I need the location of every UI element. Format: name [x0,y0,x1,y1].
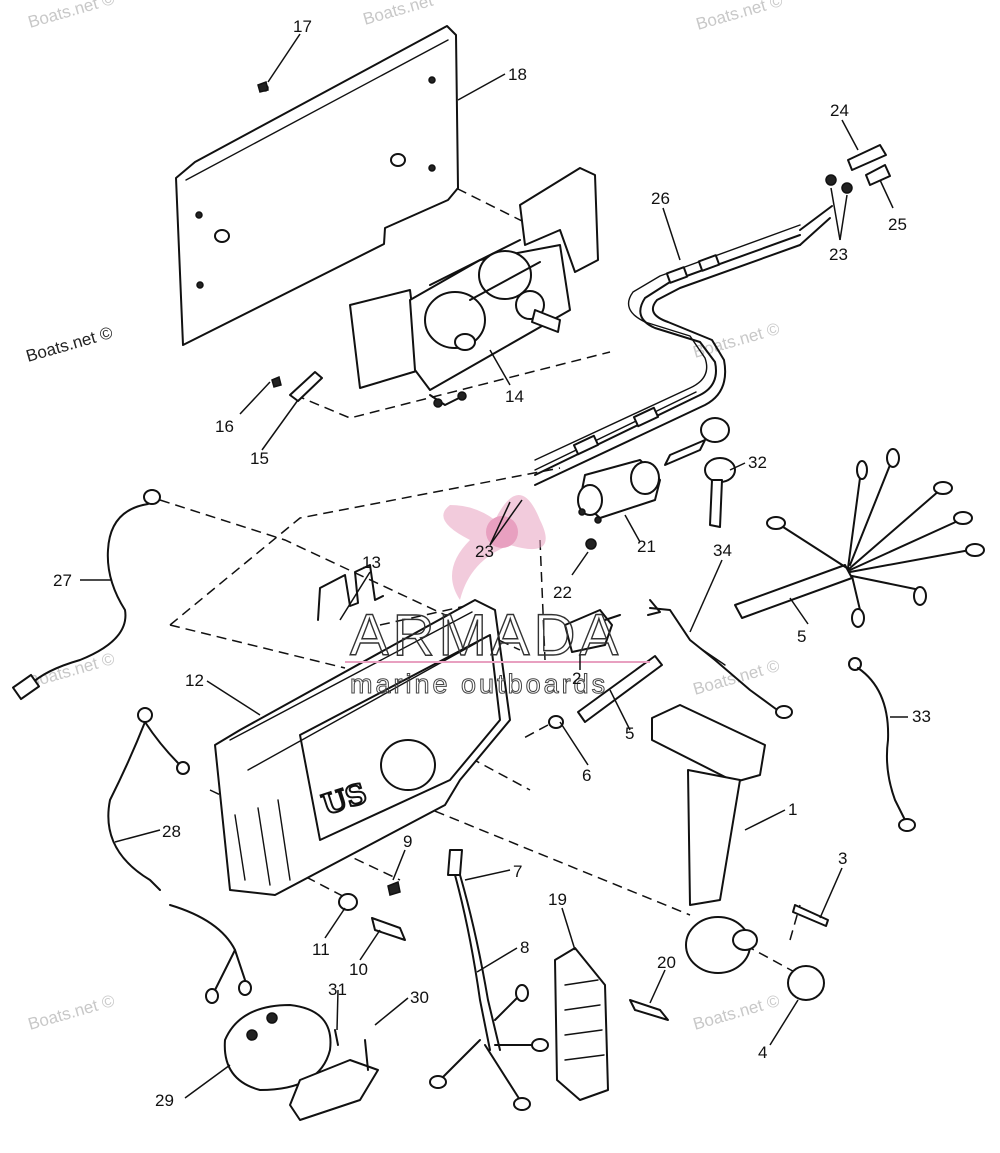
callout-15: 15 [250,449,269,468]
callout-25: 25 [888,215,907,234]
callout-13: 13 [362,553,381,572]
watermark-7: Boats.net © [26,991,117,1034]
callout-12: 12 [185,671,204,690]
control-mechanism [349,167,599,408]
callout-5-pin: 5 [625,724,634,743]
leader-lines [80,33,908,1099]
cable-pins [825,144,891,194]
callout-28: 28 [162,822,181,841]
wire-28 [107,707,190,891]
callout-30: 30 [410,988,429,1007]
callout-10: 10 [349,960,368,979]
callout-22: 22 [553,583,572,602]
trim-harness [429,849,549,1111]
propeller-icon [443,495,546,600]
warning-horn [169,904,379,1121]
callout-26: 26 [651,189,670,208]
callout-3: 3 [838,849,847,868]
copyright-label: Boats.net © [24,323,115,366]
callout-9: 9 [403,832,412,851]
callout-7: 7 [513,862,522,881]
callout-33: 33 [912,707,931,726]
control-box: US [214,599,511,896]
callout-6: 6 [582,766,591,785]
lanyard-34 [647,599,793,719]
callout-14: 14 [505,387,524,406]
callout-16: 16 [215,417,234,436]
screw-20 [629,999,669,1021]
logo-tagline: marine outboards [350,669,608,699]
callout-34: 34 [713,541,732,560]
keys [664,417,736,528]
nut-and-bulb [564,538,621,653]
callout-20: 20 [657,953,676,972]
callout-23-top: 23 [829,245,848,264]
wire-harness [734,448,985,628]
callout-27: 27 [53,571,72,590]
pin-and-knob [787,904,829,1001]
callout-31: 31 [328,980,347,999]
watermark-2: Boats.net [361,0,436,29]
watermark-3: Boats.net © [694,0,785,34]
lanyard-wire-27 [11,489,161,701]
terminal-block [554,947,609,1101]
pin-and-washer [548,655,663,729]
callout-23-mid: 23 [475,542,494,561]
callout-21: 21 [637,537,656,556]
callout-2: 2 [572,669,581,688]
callout-11: 11 [312,940,330,959]
watermark-5: Boats.net © [26,649,117,692]
callout-17: 17 [293,17,312,36]
watermark-4: Boats.net © [691,319,782,362]
callout-32: 32 [748,453,767,472]
callout-4: 4 [758,1043,767,1062]
control-cables [534,205,833,486]
watermark-1: Boats.net © [26,0,117,32]
callout-8: 8 [520,938,529,957]
callout-24: 24 [830,101,849,120]
spring-clip [317,564,384,621]
armada-logo: ARMADA marine outboards [345,495,650,700]
callout-numbers: 17 18 24 26 25 23 16 15 14 32 27 23 21 1… [53,17,931,1110]
fasteners [338,880,406,941]
ignition-switch [577,459,661,524]
small-parts-top [257,81,323,402]
watermark-8: Boats.net © [691,991,782,1034]
control-handle [651,704,766,974]
callout-29: 29 [155,1091,174,1110]
logo-name: ARMADA [350,603,622,668]
callout-19: 19 [548,890,567,909]
callout-5-harness: 5 [797,627,806,646]
callout-1: 1 [788,800,797,819]
wire-33 [848,657,916,832]
callout-18: 18 [508,65,527,84]
